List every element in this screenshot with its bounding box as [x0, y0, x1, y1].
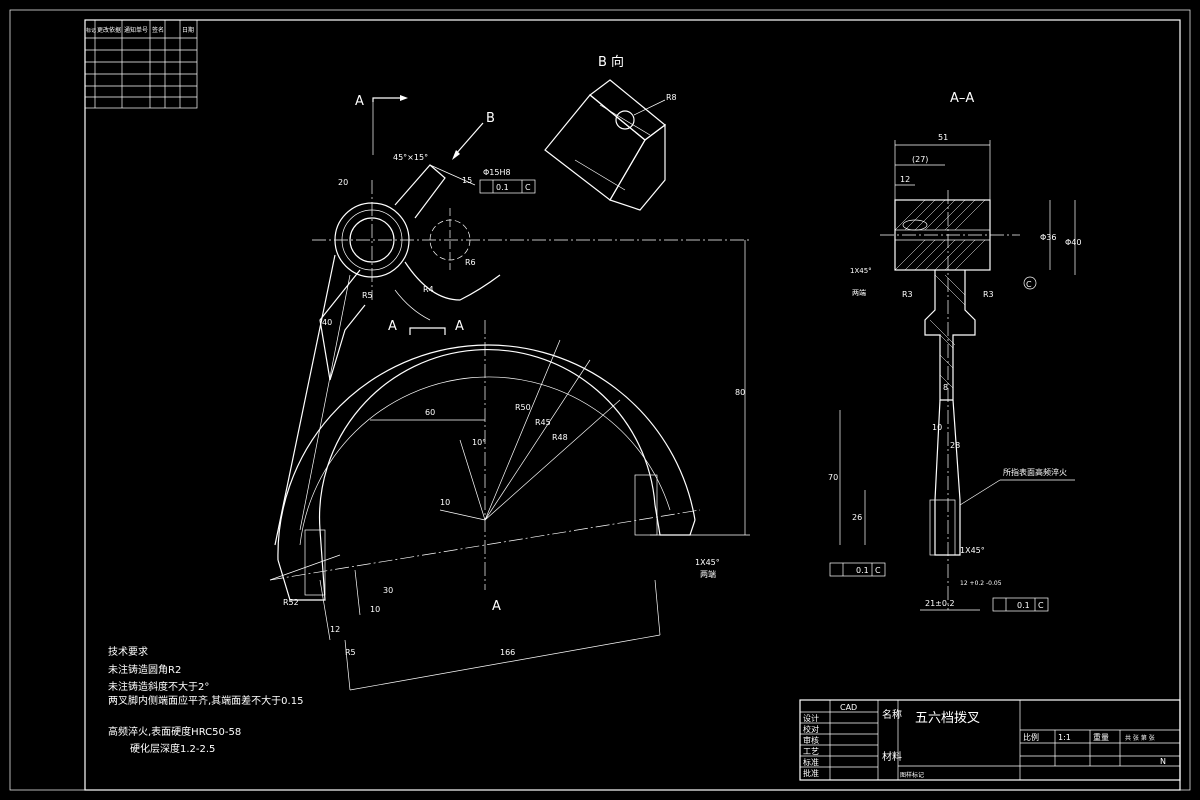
section-mark-a-top: A	[355, 94, 364, 109]
aa-r3-left: R3	[902, 290, 913, 299]
aa-chamfer-both: 1X45°	[850, 267, 872, 275]
section-mark-a-mid2: A	[455, 319, 464, 334]
tb-material-label: 材料	[882, 750, 902, 763]
rev-header-2: 通知单号	[124, 26, 148, 34]
dim-r5: R5	[362, 291, 373, 300]
tb-row-3: 工艺	[803, 747, 819, 756]
aa-quench-note: 所指表面高频淬火	[1003, 467, 1067, 477]
note-line-0: 未注铸造圆角R2	[108, 663, 181, 676]
dim-r6: R6	[465, 258, 476, 267]
title-block: CAD 设计 校对 审核 工艺 标准 批准 名称 材料 五六档拨叉 比例 1:1…	[799, 699, 1181, 781]
tb-name-label: 名称	[882, 708, 902, 721]
dim-166: 166	[500, 648, 515, 657]
dim-r50: R50	[515, 403, 531, 412]
dim-r48: R48	[552, 433, 568, 442]
aa-dim-28: 28	[950, 441, 960, 450]
view-b: B 向 R8	[544, 54, 677, 211]
dim-80: 80	[735, 388, 745, 397]
aa-gdt-b-ref: C	[1038, 601, 1044, 610]
rev-header-0: 标记	[86, 27, 96, 34]
dim-20: 20	[338, 178, 348, 187]
section-aa-title: A–A	[950, 91, 974, 106]
tb-cad: CAD	[840, 703, 857, 712]
aa-dim-21: 21±0.2	[925, 599, 955, 608]
note-line-4: 高频淬火,表面硬度HRC50-58	[108, 725, 241, 738]
tb-weight-label: 重量	[1093, 732, 1109, 742]
dim-r5b: R5	[345, 648, 356, 657]
tech-notes: 技术要求 未注铸造圆角R2 未注铸造斜度不大于2° 两叉脚内侧端面应平齐,其端面…	[108, 645, 303, 755]
rev-header-4: 日期	[182, 26, 194, 34]
section-aa: A–A	[828, 91, 1081, 612]
tb-bottom-left: 图样标记	[900, 771, 924, 779]
aa-dim-70: 70	[828, 473, 838, 482]
note-line-5: 硬化层深度1.2-2.5	[130, 742, 215, 755]
dim-40: 40	[322, 318, 332, 327]
notes-heading: 技术要求	[108, 645, 148, 658]
tb-row-1: 校对	[803, 724, 819, 734]
tb-row-5: 批准	[803, 768, 819, 778]
tb-scale: 1:1	[1058, 733, 1071, 742]
note-line-1: 未注铸造斜度不大于2°	[108, 680, 209, 693]
aa-chamfer: 1X45°	[960, 546, 985, 555]
dim-chamfer-both: 1X45°	[695, 558, 720, 567]
gdt-value: 0.1	[496, 183, 509, 192]
dim-r52: R52	[283, 598, 299, 607]
rev-header-3: 签名	[152, 26, 164, 34]
dim-12: 12	[330, 625, 340, 634]
hole-tolerance: Φ15H8	[483, 168, 511, 177]
aa-tol-12: 12 +0.2 -0.05	[960, 580, 1002, 587]
view-b-r8: R8	[666, 93, 677, 102]
rev-header-1: 更改依据	[97, 26, 121, 34]
dim-both-ends: 两端	[700, 569, 716, 579]
tb-sheets: 共 张 第 张	[1125, 734, 1155, 742]
note-line-2: 两叉脚内侧端面应平齐,其端面差不大于0.15	[108, 694, 303, 707]
dim-10deg: 10°	[472, 438, 486, 447]
view-b-title: B 向	[598, 54, 624, 70]
section-mark-a-bottom: A	[492, 599, 501, 614]
tb-n: N	[1160, 757, 1166, 766]
aa-both-ends: 两端	[852, 288, 866, 297]
aa-gdt-a-ref: C	[875, 566, 881, 575]
tb-row-4: 标准	[803, 757, 819, 767]
aa-c-ref: C	[1026, 280, 1032, 289]
tb-row-2: 审核	[803, 735, 819, 745]
dim-10b: 10	[370, 605, 380, 614]
main-view: A B	[269, 94, 750, 691]
tb-part-name: 五六档拨叉	[915, 711, 980, 726]
tb-scale-label: 比例	[1023, 732, 1039, 742]
gdt-ref: C	[525, 183, 531, 192]
dim-10: 10	[440, 498, 450, 507]
aa-dim-36: Φ36	[1040, 233, 1056, 242]
dim-chamfer: 45°×15°	[393, 153, 428, 162]
aa-dim-8: 8	[943, 383, 948, 392]
dim-r45: R45	[535, 418, 551, 427]
dim-30: 30	[383, 586, 393, 595]
aa-dim-51: 51	[938, 133, 948, 142]
aa-dim-40: Φ40	[1065, 238, 1081, 247]
aa-gdt-a-val: 0.1	[856, 566, 869, 575]
aa-dim-27: (27)	[912, 155, 928, 164]
aa-dim-26: 26	[852, 513, 862, 522]
aa-gdt-b-val: 0.1	[1017, 601, 1030, 610]
dim-60: 60	[425, 408, 435, 417]
aa-r3-right: R3	[983, 290, 994, 299]
outer-frame	[9, 9, 1191, 791]
view-mark-b: B	[486, 111, 495, 126]
aa-dim-12: 12	[900, 175, 910, 184]
section-mark-a-mid: A	[388, 319, 397, 334]
revision-table: 标记 更改依据 通知单号 签名 日期	[84, 19, 198, 109]
inner-frame	[84, 19, 1181, 791]
dim-r4: R4	[423, 285, 434, 294]
tb-row-0: 设计	[803, 713, 819, 723]
aa-dim-10: 10	[932, 423, 942, 432]
dim-15: 15	[462, 176, 472, 185]
